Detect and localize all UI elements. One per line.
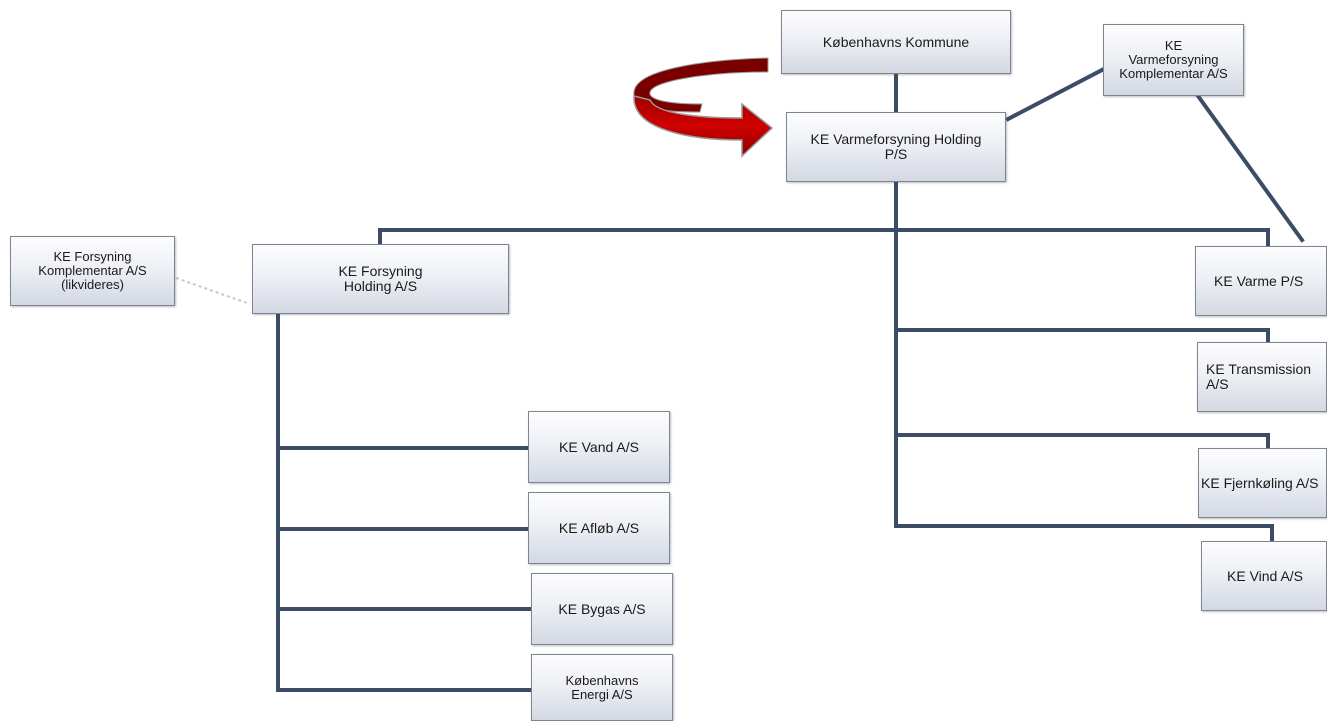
node-label: KE Varmeforsyning Holding P/S xyxy=(810,131,982,162)
node-ke-varmeforsyning-holding[interactable]: KE Varmeforsyning Holding P/S xyxy=(786,112,1006,182)
connector-lines xyxy=(276,67,1305,692)
node-label: KE Forsyning Holding A/S xyxy=(338,263,423,294)
node-ke-varme[interactable]: KE Varme P/S xyxy=(1195,246,1327,316)
node-label: Københavns Kommune xyxy=(822,33,970,50)
node-ke-vand[interactable]: KE Vand A/S xyxy=(528,411,670,483)
node-ke-bygas[interactable]: KE Bygas A/S xyxy=(531,573,673,645)
node-label: KE Afløb A/S xyxy=(558,519,640,536)
node-ke-forsyning-holding[interactable]: KE Forsyning Holding A/S xyxy=(252,244,509,314)
node-label: KE Forsyning Komplementar A/S (likvidere… xyxy=(38,249,147,292)
node-ke-fjernkoeling[interactable]: KE Fjernkøling A/S xyxy=(1198,448,1327,518)
node-label: KE Vand A/S xyxy=(559,438,639,455)
node-label: Københavns Energi A/S xyxy=(565,672,639,702)
node-label: KE Bygas A/S xyxy=(558,600,646,617)
node-ke-forsyning-komplementar[interactable]: KE Forsyning Komplementar A/S (likvidere… xyxy=(10,236,175,306)
node-label: KE Varmeforsyning Komplementar A/S xyxy=(1119,38,1228,81)
dotted-link xyxy=(175,277,251,305)
node-ke-afloeb[interactable]: KE Afløb A/S xyxy=(528,492,670,564)
circular-arrow-icon xyxy=(633,57,774,158)
node-label: KE Transmission A/S xyxy=(1206,361,1312,392)
node-label: KE Varme P/S xyxy=(1214,272,1304,289)
node-ke-varmeforsyning-komplementar[interactable]: KE Varmeforsyning Komplementar A/S xyxy=(1103,24,1244,96)
node-ke-vind[interactable]: KE Vind A/S xyxy=(1201,541,1327,611)
node-kobenhavns-energi[interactable]: Københavns Energi A/S xyxy=(531,654,673,721)
node-label: KE Vind A/S xyxy=(1227,567,1304,584)
node-ke-transmission[interactable]: KE Transmission A/S xyxy=(1197,342,1327,412)
node-label: KE Fjernkøling A/S xyxy=(1201,474,1319,491)
node-kobenhavns-kommune[interactable]: Københavns Kommune xyxy=(781,10,1011,74)
